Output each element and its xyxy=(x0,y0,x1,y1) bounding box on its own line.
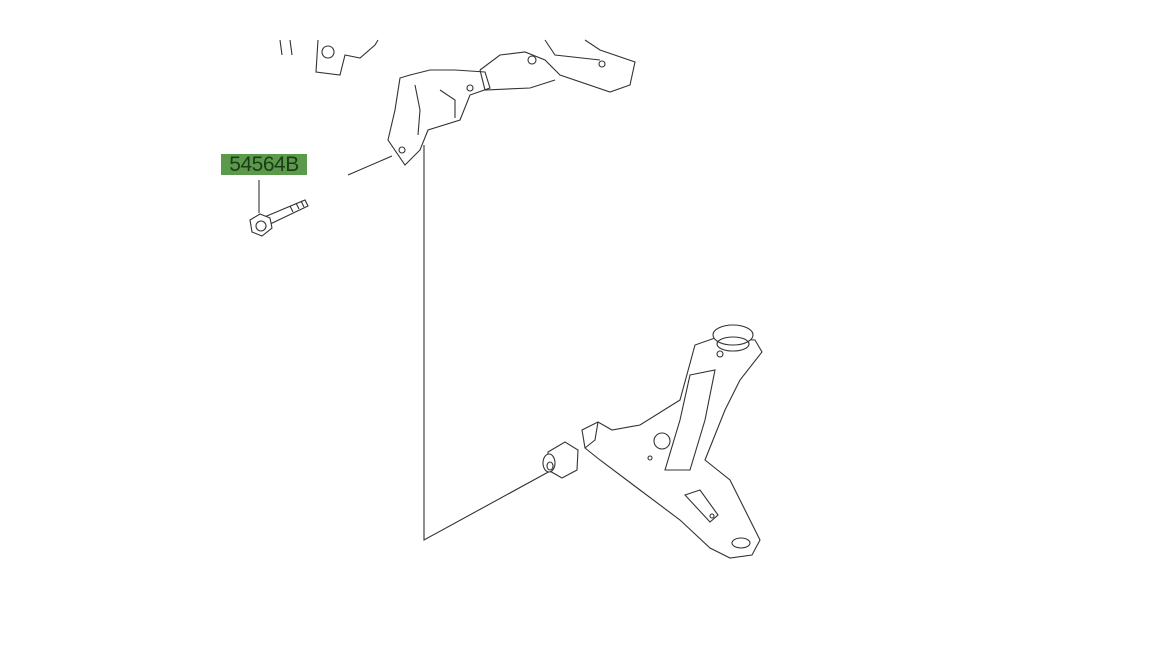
part-label-54564B[interactable]: 54564B xyxy=(221,154,307,175)
lower-control-arm xyxy=(581,324,763,559)
bolt-54564B xyxy=(249,199,309,237)
subframe-bracket xyxy=(279,39,636,166)
bushing xyxy=(542,441,579,479)
leader-lines xyxy=(258,145,553,541)
